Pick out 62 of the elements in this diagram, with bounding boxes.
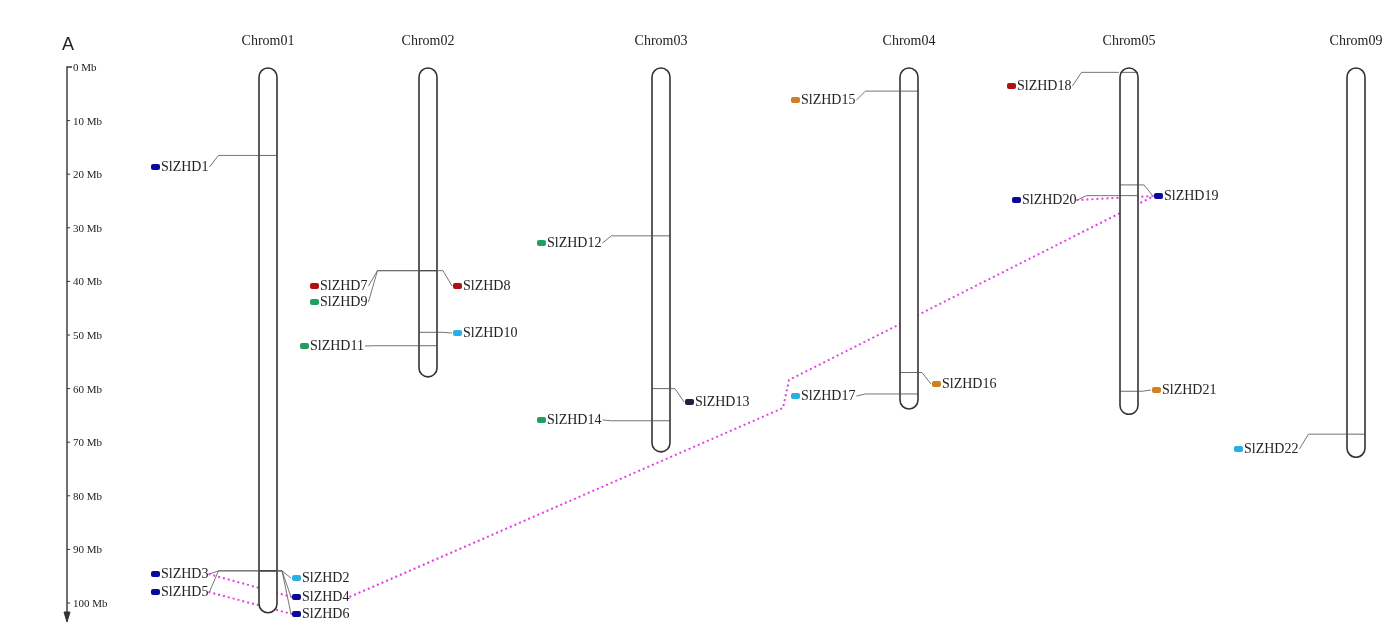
gene-label: SlZHD21 (1162, 382, 1217, 398)
scale-label: 100 Mb (73, 597, 108, 609)
duplication-line (348, 195, 1155, 598)
scale-label: 70 Mb (73, 436, 103, 449)
scale-label: 20 Mb (73, 168, 103, 181)
leader-line (364, 345, 419, 347)
leader-line (1299, 433, 1347, 450)
leader-line (1072, 71, 1120, 87)
leader-line (918, 372, 932, 385)
leader-line (437, 270, 453, 287)
gene-label: SlZHD2 (302, 570, 350, 586)
gene-label: SlZHD8 (463, 278, 511, 294)
scale-label: 80 Mb (73, 489, 103, 502)
gene-label: SlZHD14 (547, 412, 602, 428)
duplication-line (207, 573, 293, 598)
leader-line (856, 90, 900, 101)
gene-label: SlZHD17 (801, 388, 856, 404)
leader-line (1077, 195, 1120, 201)
chromosome-label: Chrom05 (1102, 33, 1156, 49)
gene-label: SlZHD15 (801, 92, 856, 108)
gene-label: SlZHD9 (320, 294, 368, 310)
leader-line (1138, 389, 1152, 392)
chromosome-label: Chrom02 (401, 33, 455, 49)
leader-line (277, 570, 292, 615)
chromosome-label: Chrom01 (241, 33, 295, 49)
gene-label: SlZHD18 (1017, 78, 1072, 94)
leader-line (602, 419, 652, 422)
gene-label: SlZHD7 (320, 278, 368, 294)
leader-line (209, 570, 259, 593)
duplication-line (207, 591, 293, 615)
gene-label: SlZHD1 (161, 159, 209, 175)
leader-line (209, 155, 259, 168)
scale-label: 90 Mb (73, 543, 103, 556)
gene-label: SlZHD12 (547, 235, 602, 251)
gene-label: SlZHD13 (695, 394, 750, 410)
gene-label: SlZHD6 (302, 606, 350, 622)
gene-label: SlZHD4 (302, 589, 350, 605)
leader-line (856, 393, 900, 397)
leader-line (368, 270, 419, 303)
leader-line (670, 388, 685, 403)
scale-label: 30 Mb (73, 221, 103, 234)
chromosome-label: Chrom03 (634, 33, 688, 49)
scale-label: 40 Mb (73, 275, 103, 288)
leader-line (1138, 184, 1154, 197)
scale-label: 10 Mb (73, 114, 103, 127)
gene-label: SlZHD11 (310, 338, 364, 354)
chromosome-label: Chrom09 (1329, 33, 1383, 49)
duplication-line (1075, 195, 1155, 201)
panel-label: A (62, 34, 74, 55)
gene-label: SlZHD22 (1244, 441, 1299, 457)
leader-line (437, 331, 453, 334)
chromosome-label: Chrom04 (882, 33, 936, 49)
scale-label: 60 Mb (73, 382, 103, 395)
gene-label: SlZHD10 (463, 325, 518, 341)
scale-label: 0 Mb (73, 61, 97, 73)
gene-label: SlZHD20 (1022, 192, 1077, 208)
gene-label: SlZHD5 (161, 584, 209, 600)
gene-label: SlZHD19 (1164, 188, 1219, 204)
gene-label: SlZHD3 (161, 566, 209, 582)
leader-line (602, 235, 652, 244)
scale-label: 50 Mb (73, 329, 103, 341)
gene-label: SlZHD16 (942, 376, 997, 392)
